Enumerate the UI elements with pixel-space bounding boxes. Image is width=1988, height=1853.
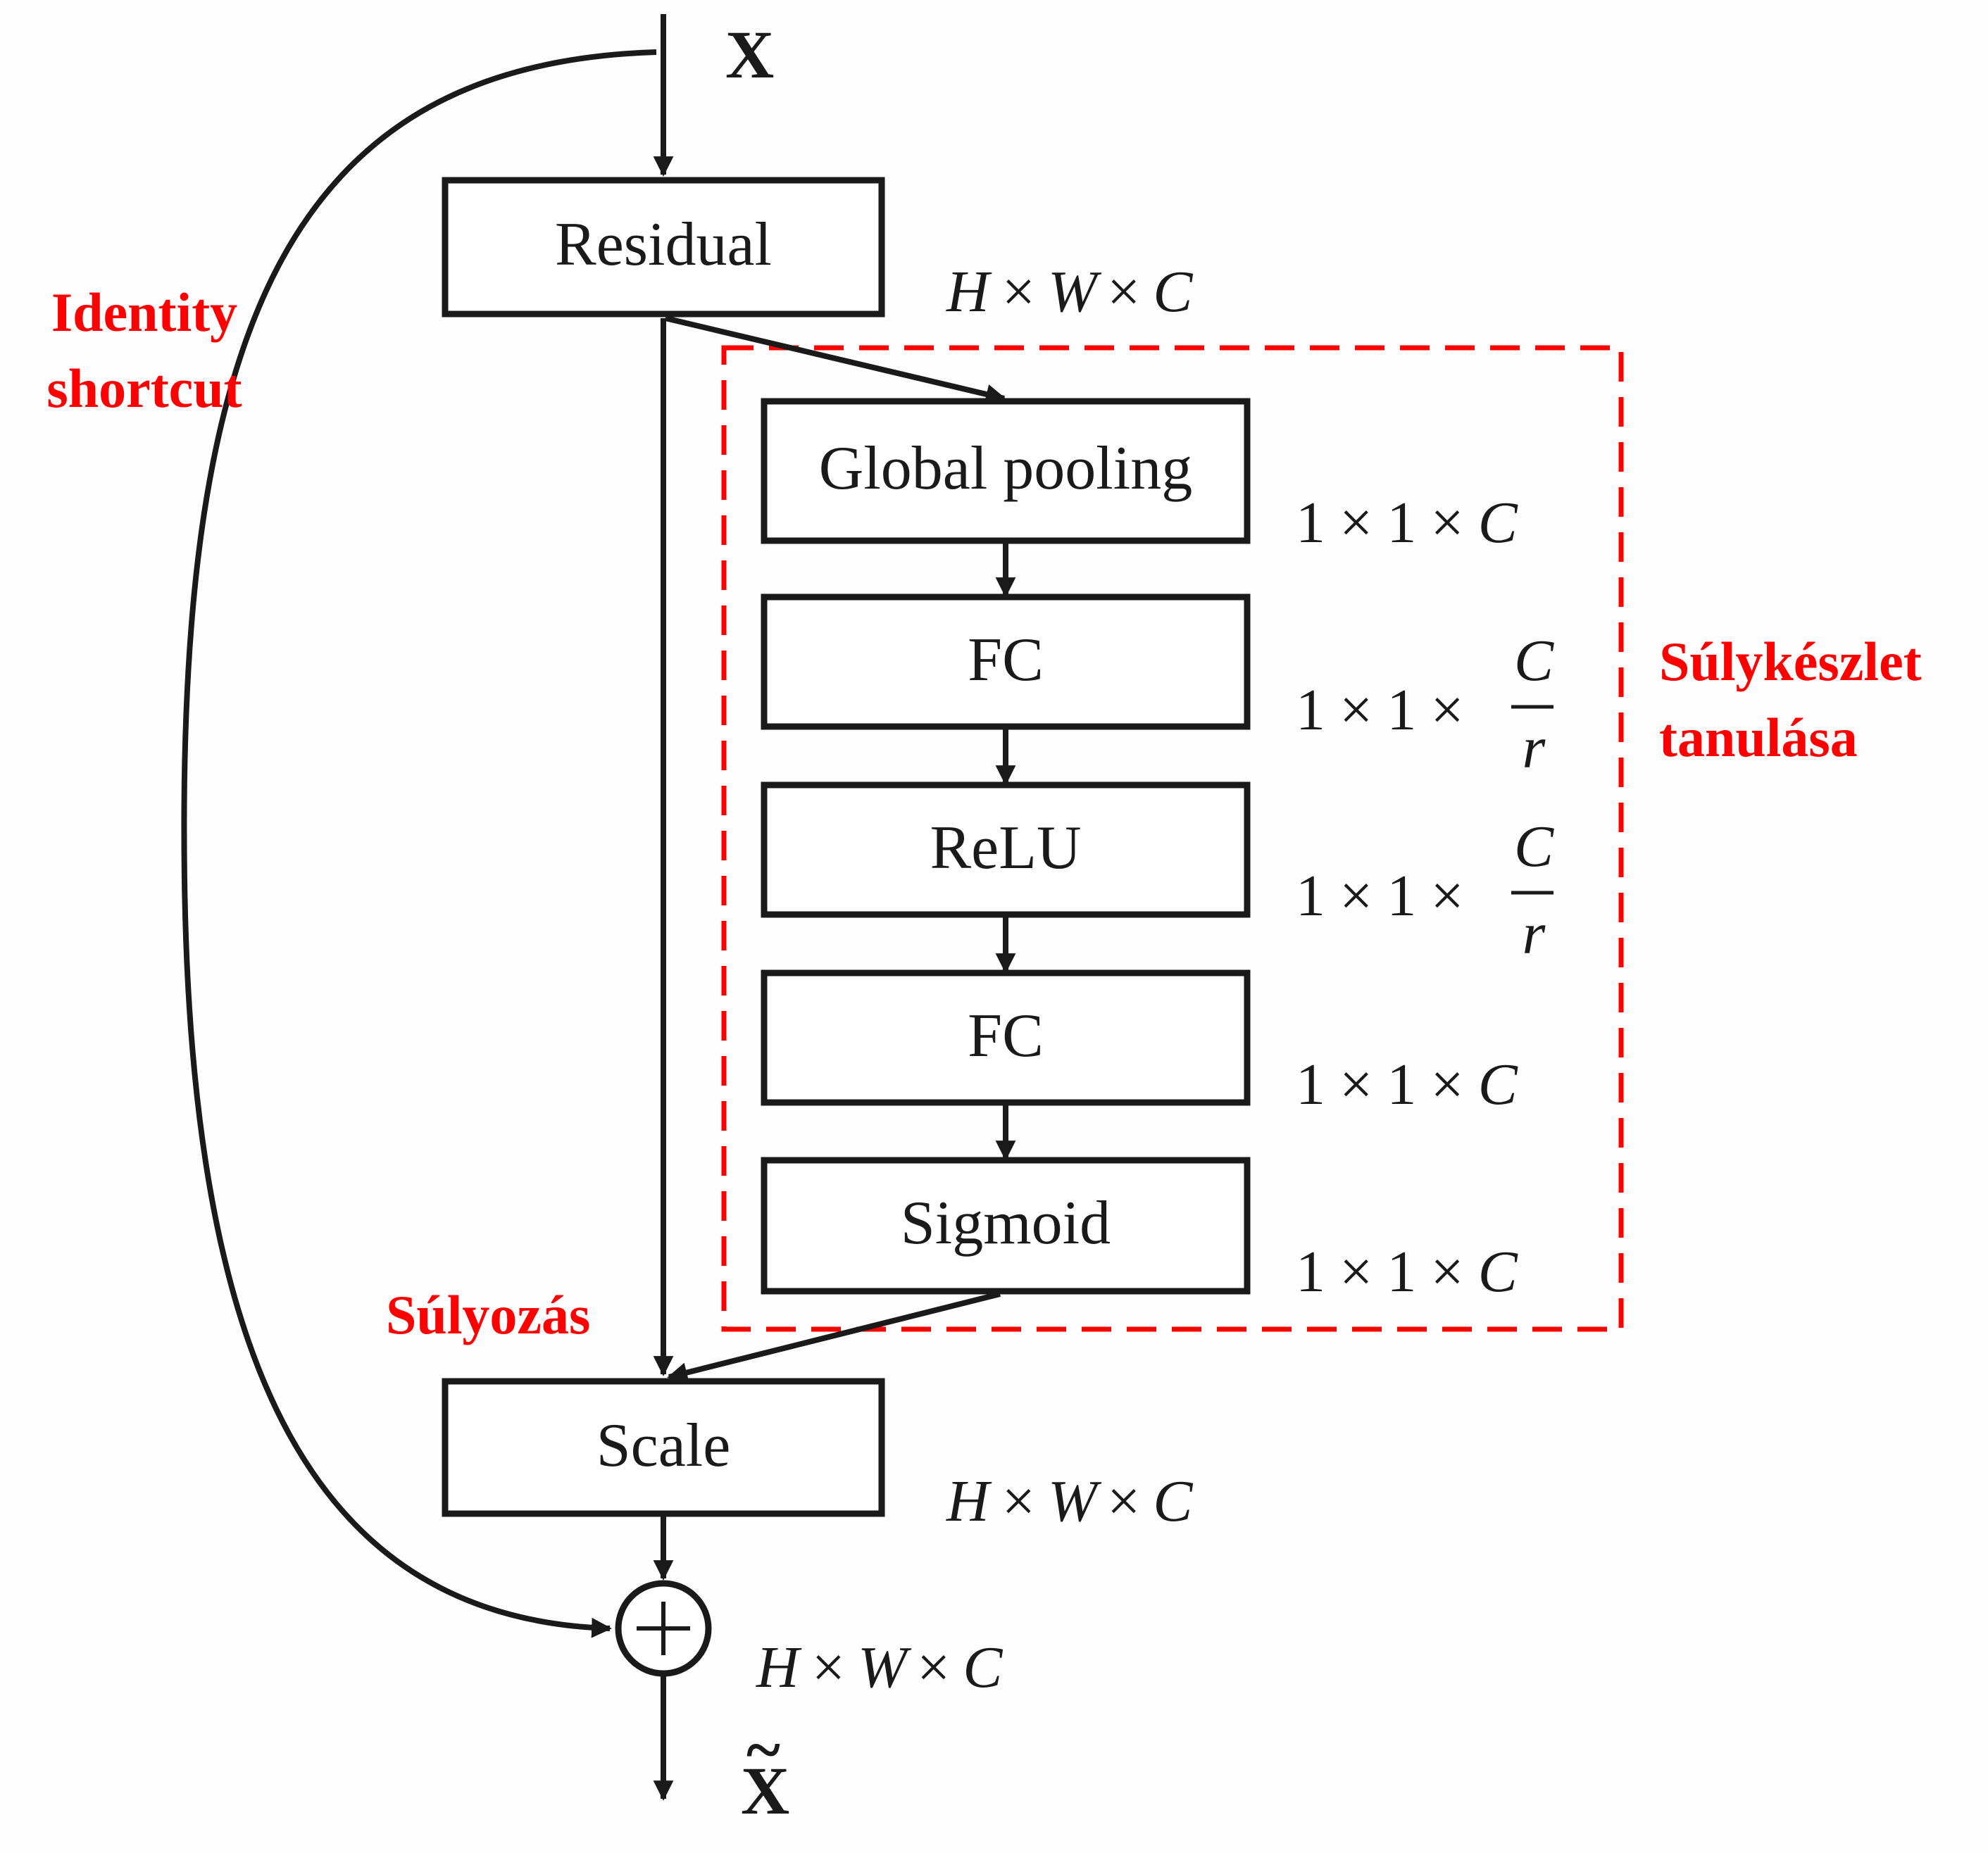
dim-pooling-11c: 1×1×C xyxy=(1296,490,1518,555)
sigmoid-label: Sigmoid xyxy=(901,1189,1111,1257)
dim-fc1-11c-over-r: 1×1× C r xyxy=(1296,628,1554,781)
svg-text:1×1×C: 1×1×C xyxy=(1296,490,1518,555)
global-pooling-box xyxy=(761,398,1251,544)
weighting-label: Súlyozás xyxy=(386,1284,590,1345)
svg-text:H×W×C: H×W×C xyxy=(946,1469,1193,1534)
svg-text:r: r xyxy=(1523,715,1546,781)
svg-text:H×W×C: H×W×C xyxy=(946,259,1193,325)
dim-sigmoid-11c: 1×1×C xyxy=(1296,1239,1518,1305)
fc2-label: FC xyxy=(968,1002,1044,1070)
weight-learning-region xyxy=(721,345,1624,1332)
identity-shortcut-label-line1: Identity xyxy=(51,282,237,343)
identity-shortcut-curve xyxy=(181,49,657,1638)
arrow-sigmoid-to-scale xyxy=(667,1291,1001,1383)
dim-sum-hwc: H×W×C xyxy=(756,1635,1003,1700)
svg-text:1×1×: 1×1× xyxy=(1296,677,1464,743)
output-tilde: ~ xyxy=(746,1714,780,1785)
sigmoid-box xyxy=(761,1157,1251,1295)
scale-box xyxy=(442,1378,885,1517)
svg-text:r: r xyxy=(1523,901,1546,967)
fc2-box xyxy=(761,969,1251,1106)
relu-box xyxy=(761,781,1251,918)
identity-shortcut-label-line2: shortcut xyxy=(46,358,242,419)
weight-set-label-line2: tanulása xyxy=(1659,707,1858,768)
residual-box xyxy=(442,177,885,318)
dim-scale-hwc: H×W×C xyxy=(946,1469,1193,1534)
fc1-label: FC xyxy=(968,626,1044,694)
relu-label: ReLU xyxy=(930,814,1081,882)
input-x-label: X xyxy=(725,17,774,92)
svg-text:1×1×: 1×1× xyxy=(1296,863,1464,929)
svg-text:H×W×C: H×W×C xyxy=(756,1635,1003,1700)
svg-text:1×1×C: 1×1×C xyxy=(1296,1239,1518,1305)
residual-label: Residual xyxy=(555,211,772,279)
weight-set-label-line1: Súlykészlet xyxy=(1659,631,1922,692)
svg-text:C: C xyxy=(1514,814,1554,879)
global-pooling-label: Global pooling xyxy=(819,434,1192,503)
fc1-box xyxy=(761,593,1251,730)
svg-text:1×1×C: 1×1×C xyxy=(1296,1052,1518,1117)
dim-residual-hwc: H×W×C xyxy=(946,259,1193,325)
dim-fc2-11c: 1×1×C xyxy=(1296,1052,1518,1117)
arrow-residual-to-pooling xyxy=(665,315,1006,405)
output-x-label: X xyxy=(741,1753,789,1828)
dim-relu-11c-over-r: 1×1× C r xyxy=(1296,814,1554,967)
scale-label: Scale xyxy=(596,1412,731,1480)
svg-text:C: C xyxy=(1514,628,1554,693)
